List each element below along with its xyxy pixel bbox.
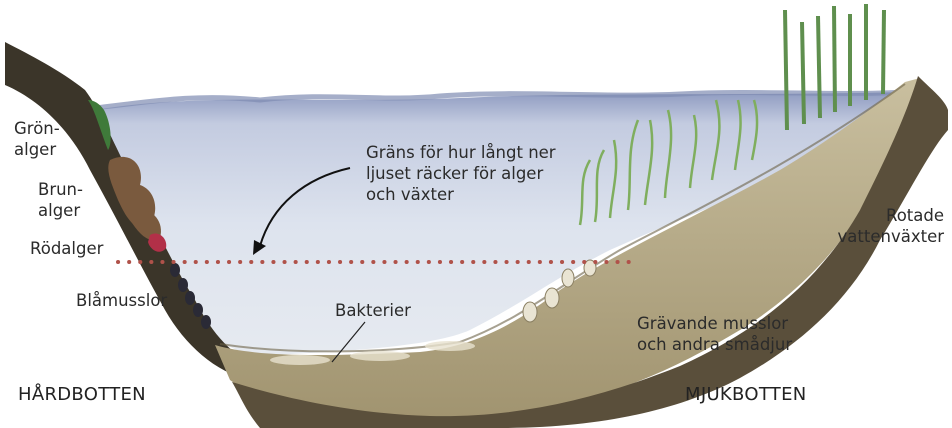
label-brown-algae-line2: alger [38,200,83,221]
label-red-algae: Rödalger [30,238,103,259]
label-light-limit-line1: Gräns för hur långt ner [366,142,556,163]
label-light-limit-line3: och växter [366,184,556,205]
label-burrowing-animals: Grävande musslor och andra smådjur [637,313,792,355]
label-soft-bottom: MJUKBOTTEN [685,384,807,405]
label-rooted-line1: Rotade [820,205,944,226]
label-green-algae-line1: Grön- [14,118,60,139]
label-rooted-plants: Rotade vattenväxter [820,205,944,247]
label-light-limit-line2: ljuset räcker för alger [366,163,556,184]
label-light-limit: Gräns för hur långt ner ljuset räcker fö… [366,142,556,205]
label-green-algae-line2: alger [14,139,60,160]
label-blue-mussels: Blåmusslor [76,290,167,311]
label-bacteria: Bakterier [335,300,411,321]
label-brown-algae-line1: Brun- [38,179,83,200]
label-hard-bottom: HÅRDBOTTEN [18,384,146,405]
label-green-algae: Grön- alger [14,118,60,160]
label-rooted-line2: vattenväxter [820,226,944,247]
label-burrowing-line2: och andra smådjur [637,334,792,355]
label-brown-algae: Brun- alger [38,179,83,221]
label-burrowing-line1: Grävande musslor [637,313,792,334]
